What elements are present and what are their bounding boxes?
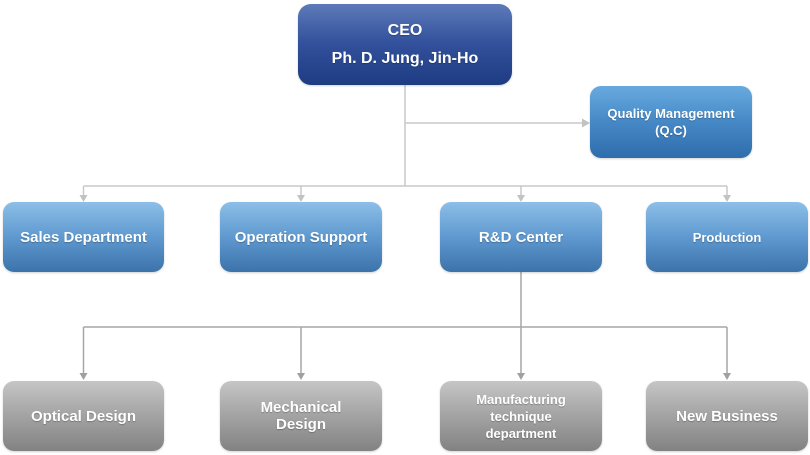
ceo-name: Ph. D. Jung, Jin-Ho xyxy=(331,49,479,67)
team-node-new-business: New Business xyxy=(646,381,808,451)
dept-label: Sales Department xyxy=(20,228,147,246)
ceo-title: CEO xyxy=(387,21,423,39)
dept-node-production: Production xyxy=(646,202,808,272)
dept-node-sales: Sales Department xyxy=(3,202,164,272)
dept-label: Operation Support xyxy=(234,228,368,246)
quality-management-sublabel: (Q.C) xyxy=(655,123,687,138)
dept-label: Production xyxy=(692,229,762,245)
team-label: Mechanical Design xyxy=(260,399,342,433)
team-node-optical-design: Optical Design xyxy=(3,381,164,451)
team-label: Manufacturing technique department xyxy=(476,391,566,441)
dept-label: R&D Center xyxy=(478,228,564,246)
team-node-manufacturing-technique: Manufacturing technique department xyxy=(440,381,602,451)
team-node-mechanical-design: Mechanical Design xyxy=(220,381,382,451)
team-label: Optical Design xyxy=(30,407,137,425)
dept-node-operation-support: Operation Support xyxy=(220,202,382,272)
ceo-node: CEO Ph. D. Jung, Jin-Ho xyxy=(298,4,512,85)
team-label: New Business xyxy=(676,407,778,425)
quality-management-label: Quality Management xyxy=(607,106,735,121)
dept-node-rnd-center: R&D Center xyxy=(440,202,602,272)
quality-management-node: Quality Management (Q.C) xyxy=(590,86,752,158)
